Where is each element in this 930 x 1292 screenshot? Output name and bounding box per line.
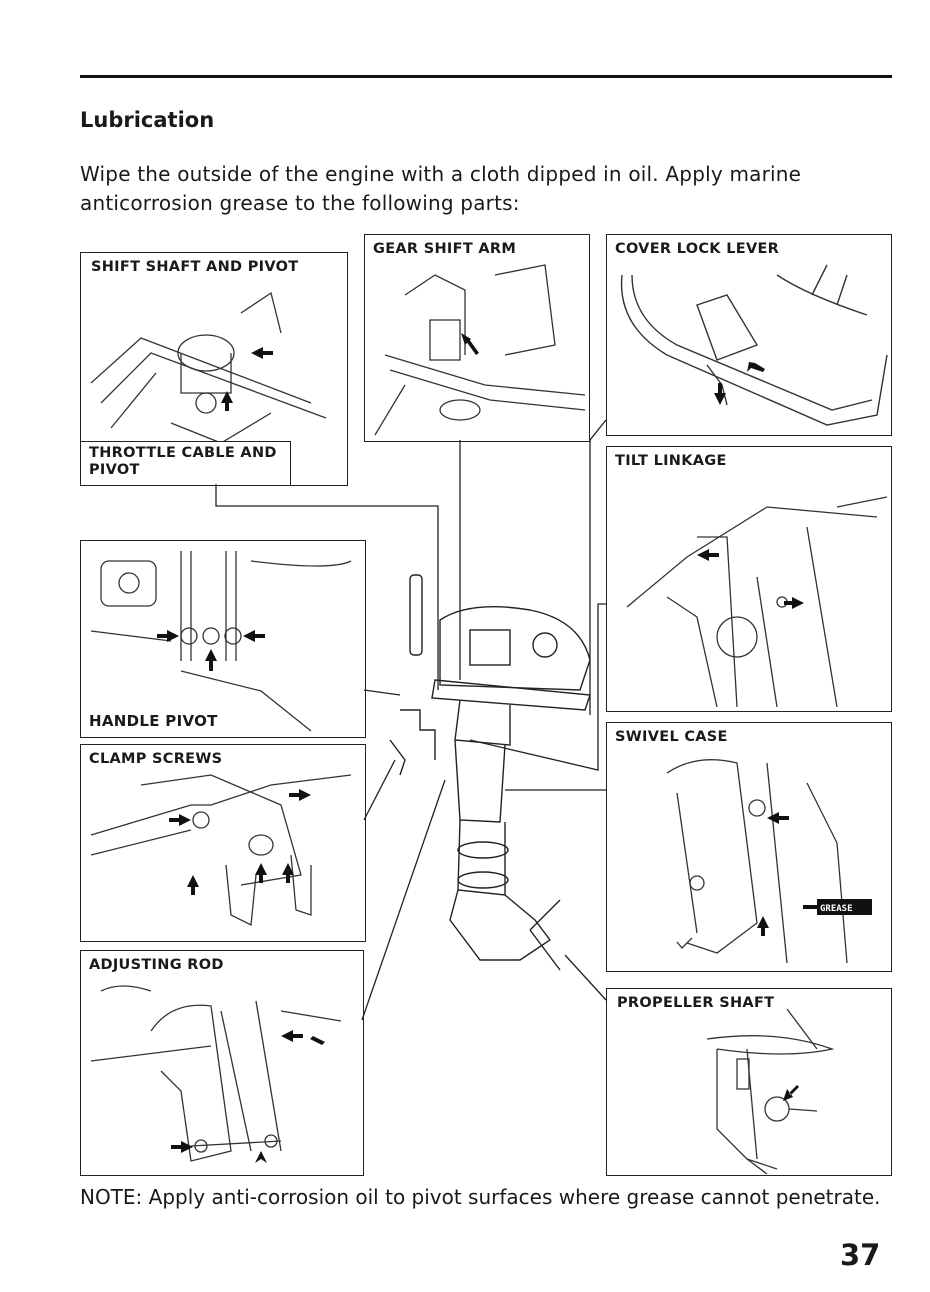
shift-shaft-label: SHIFT SHAFT AND PIVOT [91, 259, 299, 275]
panel-shift-shaft: SHIFT SHAFT AND PIVOT THROTTLE CABLE AND… [80, 252, 348, 486]
panel-tilt-linkage: TILT LINKAGE [606, 446, 892, 712]
throttle-label-box [81, 441, 291, 485]
panel-gear-shift-arm: GEAR SHIFT ARM [364, 234, 590, 442]
handle-pivot-illustration [90, 551, 352, 732]
grease-tube-label: GREASE [820, 904, 853, 914]
panel-clamp-screws: CLAMP SCREWS [80, 744, 366, 942]
panel-propeller-shaft: PROPELLER SHAFT [606, 988, 892, 1176]
tilt-linkage-label: TILT LINKAGE [615, 453, 727, 469]
outboard-motor-drawing [389, 574, 591, 971]
tilt-linkage-illustration [626, 496, 888, 708]
outboard-motor-illustration [360, 560, 610, 990]
adjusting-rod-label: ADJUSTING ROD [89, 957, 224, 973]
clamp-screws-label: CLAMP SCREWS [89, 751, 223, 767]
shift-shaft-illustration [90, 291, 327, 444]
handle-pivot-label: HANDLE PIVOT [89, 712, 218, 730]
swivel-case-illustration: GREASE [666, 759, 872, 964]
panel-handle-pivot: HANDLE PIVOT [80, 540, 366, 738]
propeller-shaft-label: PROPELLER SHAFT [617, 995, 775, 1011]
adjusting-rod-illustration [90, 985, 342, 1163]
propeller-shaft-illustration [706, 1008, 835, 1175]
panel-swivel-case: GREASE SWIVEL CASE [606, 722, 892, 972]
gear-shift-arm-label: GEAR SHIFT ARM [373, 241, 517, 257]
panel-cover-lock-lever: COVER LOCK LEVER [606, 234, 892, 436]
swivel-case-label: SWIVEL CASE [615, 729, 728, 745]
cover-lock-lever-label: COVER LOCK LEVER [615, 241, 780, 257]
top-rule [80, 75, 892, 78]
throttle-cable-label: THROTTLE CABLE AND PIVOT [89, 445, 277, 478]
section-heading: Lubrication [80, 108, 215, 132]
gear-shift-arm-illustration [374, 264, 586, 436]
page-number: 37 [840, 1238, 881, 1272]
panel-adjusting-rod: ADJUSTING ROD [80, 950, 364, 1176]
intro-paragraph: Wipe the outside of the engine with a cl… [80, 162, 802, 215]
cover-lock-lever-illustration [620, 264, 888, 426]
note-paragraph: NOTE: Apply anti-corrosion oil to pivot … [80, 1185, 881, 1209]
clamp-screws-illustration [90, 774, 352, 927]
